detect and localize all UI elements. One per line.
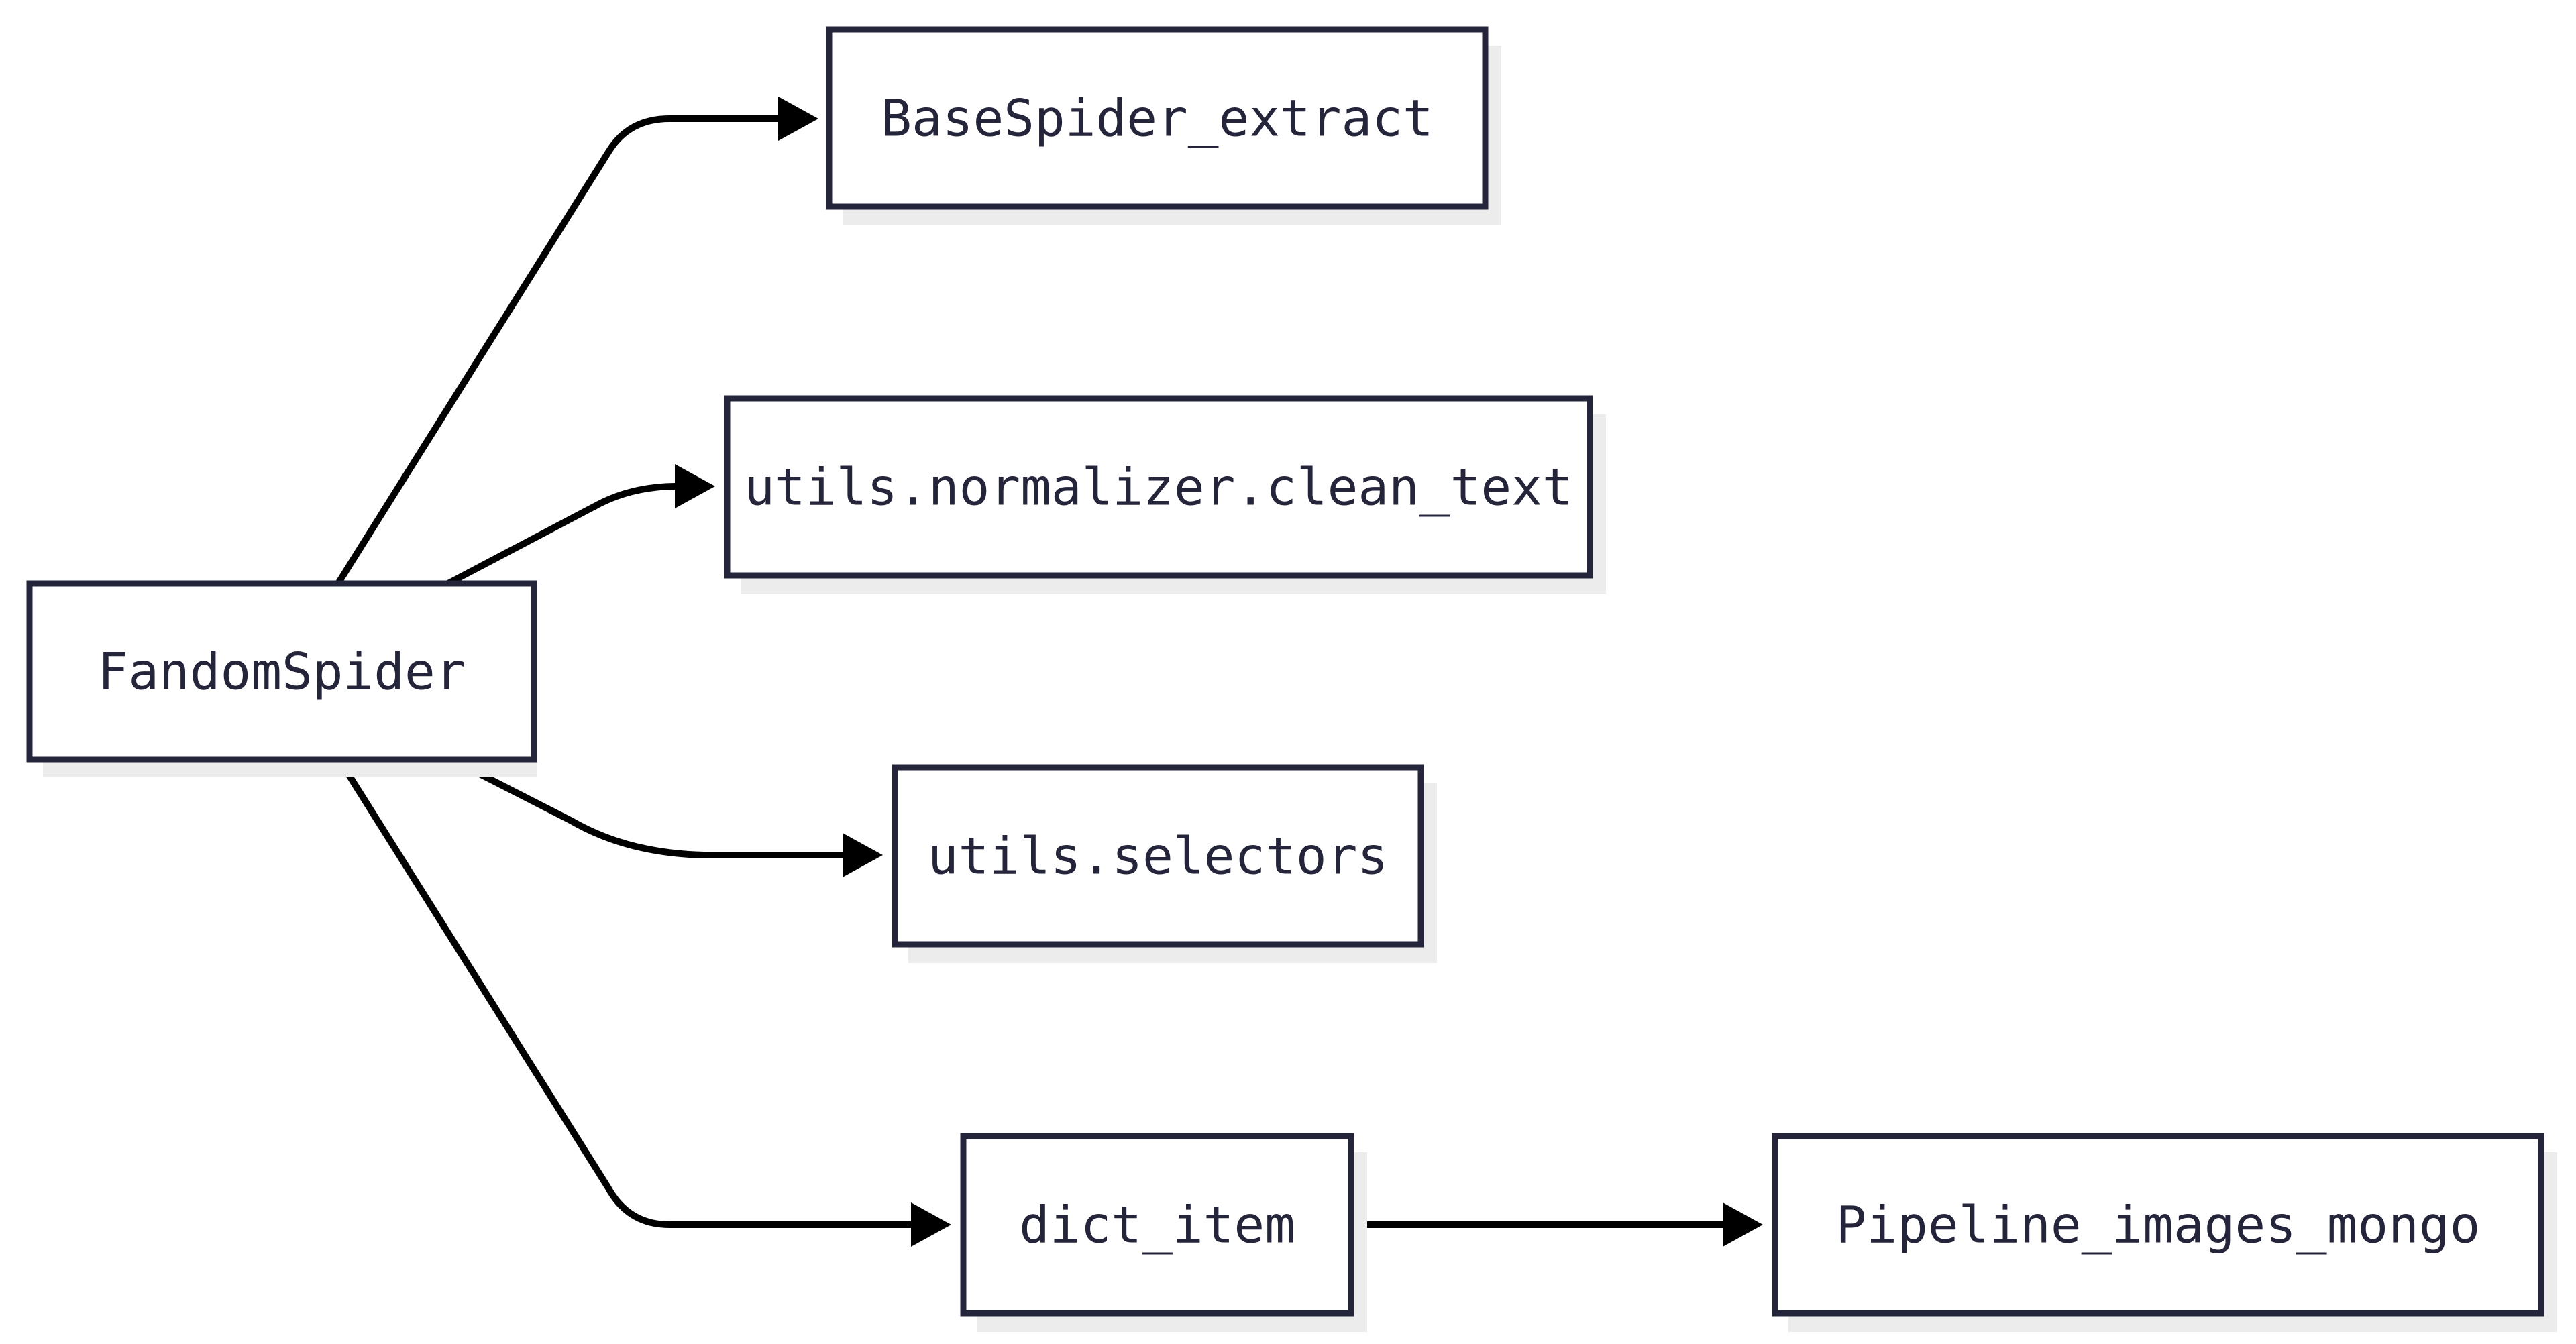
- node-dict-item[interactable]: dict_item: [960, 1133, 1367, 1332]
- node-label-pipeline-images-mongo: Pipeline_images_mongo: [1836, 1195, 2481, 1255]
- node-label-utils-selectors: utils.selectors: [928, 826, 1388, 886]
- node-label-fandomspider: FandomSpider: [97, 642, 466, 702]
- node-label-basespider-extract: BaseSpider_extract: [881, 89, 1434, 148]
- node-pipeline-images-mongo[interactable]: Pipeline_images_mongo: [1772, 1133, 2557, 1332]
- node-fandomspider[interactable]: FandomSpider: [26, 580, 537, 777]
- node-utils-normalizer-clean-text[interactable]: utils.normalizer.clean_text: [724, 395, 1606, 594]
- edges: [335, 97, 1763, 1247]
- edge-fandomspider-to-utils-normalizer-clean-text: [446, 464, 715, 587]
- edge-fandomspider-to-dict-item: [335, 756, 951, 1247]
- node-utils-selectors[interactable]: utils.selectors: [892, 764, 1437, 963]
- node-basespider-extract[interactable]: BaseSpider_extract: [826, 26, 1501, 225]
- node-label-dict-item: dict_item: [1019, 1195, 1295, 1255]
- nodes: FandomSpider BaseSpider_extract utils.no…: [26, 26, 2557, 1332]
- edge-fandomspider-to-basespider-extract: [335, 97, 818, 585]
- node-label-utils-normalizer-clean-text: utils.normalizer.clean_text: [744, 457, 1572, 517]
- edge-dict-item-to-pipeline-images-mongo: [1348, 1202, 1763, 1247]
- edge-fandomspider-to-utils-selectors: [446, 754, 883, 877]
